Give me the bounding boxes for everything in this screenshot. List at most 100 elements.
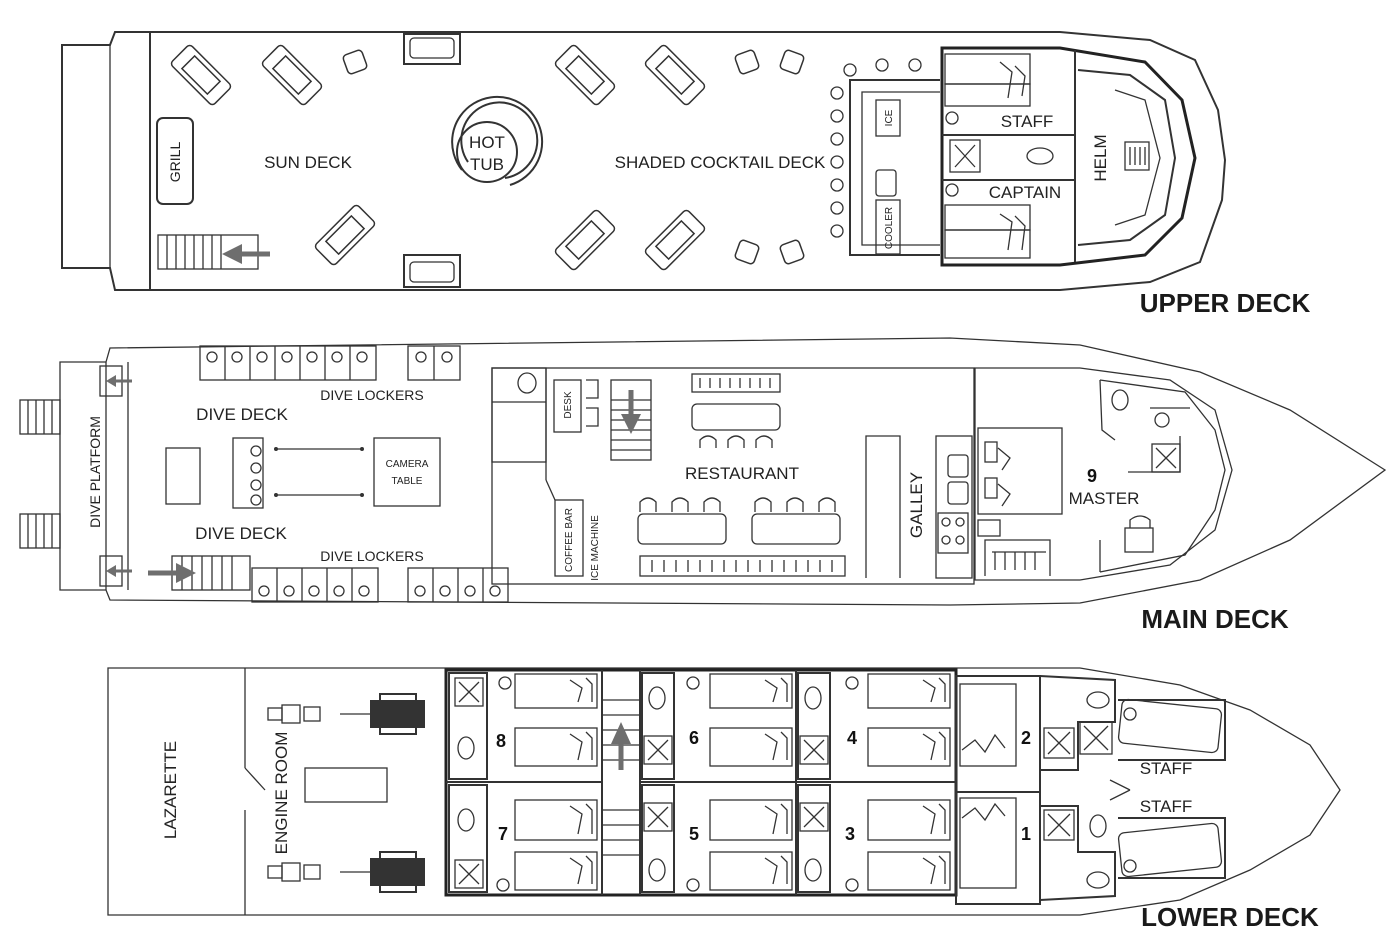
- cabin-number: 7: [498, 824, 508, 844]
- shower-icon: [1079, 721, 1113, 755]
- cabin-number: 3: [845, 824, 855, 844]
- desk: [553, 379, 582, 433]
- helm-wheel-icon: [1124, 141, 1150, 171]
- dining-table: [751, 513, 841, 545]
- chair: [779, 239, 805, 265]
- cabin-number: 5: [689, 824, 699, 844]
- captain-label: CAPTAIN: [989, 183, 1061, 202]
- bathroom: [797, 672, 831, 780]
- tank-rack: [232, 437, 264, 509]
- camera-table-label: TABLE: [392, 476, 423, 487]
- toilet-icon: [1111, 389, 1129, 411]
- coffee-bar: [554, 499, 584, 577]
- cabin-number: 4: [847, 728, 857, 748]
- toilet-icon: [1086, 871, 1110, 889]
- dive-deck-bottom-label: DIVE DECK: [195, 524, 287, 543]
- main-deck: DIVE PLATFORM: [19, 337, 1387, 634]
- dive-lockers-top-label: DIVE LOCKERS: [320, 387, 423, 403]
- sink-icon: [498, 676, 512, 690]
- toilet-icon: [1086, 691, 1110, 709]
- sun-lounger: [261, 44, 323, 106]
- cabin-9-name: MASTER: [1069, 489, 1140, 508]
- sofa: [977, 519, 1051, 576]
- toilet-icon: [1089, 814, 1107, 838]
- coffee-bar-label: COFFEE BAR: [564, 508, 575, 572]
- galley-counter: [865, 435, 901, 578]
- lower-deck-title: LOWER DECK: [1141, 902, 1319, 932]
- upper-stairs: [157, 234, 259, 270]
- cabin-1: [955, 791, 1041, 905]
- chair: [734, 239, 760, 265]
- sink-icon: [686, 676, 700, 690]
- engine-room-label: ENGINE ROOM: [272, 732, 291, 855]
- toilet-icon: [804, 686, 822, 710]
- shower-icon: [1043, 809, 1075, 841]
- toilet-icon: [648, 858, 666, 882]
- lower-stairs-arrow-icon: [611, 722, 631, 770]
- cooler-label: COOLER: [884, 207, 895, 249]
- restaurant-label: RESTAURANT: [685, 464, 799, 483]
- sink-icon: [845, 676, 859, 690]
- dive-lockers-bottom: [251, 567, 509, 603]
- toilet-icon: [517, 372, 537, 394]
- arrow-icon: [99, 365, 132, 397]
- camera-table: [373, 437, 441, 507]
- grill-label: GRILL: [167, 142, 183, 183]
- dining-table: [691, 403, 781, 431]
- upper-stairs-arrow-icon: [222, 244, 270, 264]
- engine-room-hatch: [304, 767, 388, 803]
- bench: [403, 254, 461, 288]
- bunks: [514, 673, 951, 891]
- toilet-icon: [804, 858, 822, 882]
- main-stairs-arrow-icon: [148, 563, 196, 583]
- cabin-number: 6: [689, 728, 699, 748]
- bathroom: [448, 672, 488, 780]
- bench-seat: [639, 555, 846, 577]
- chair: [342, 49, 368, 75]
- toilet-icon: [457, 736, 475, 760]
- shower-icon: [454, 859, 484, 889]
- upper-deck-hull: [61, 31, 1227, 291]
- upper-deck: GRILL: [61, 31, 1310, 318]
- bathroom: [641, 784, 675, 893]
- dive-lockers-top: [199, 345, 461, 381]
- wheelhouse: [940, 46, 1197, 267]
- shower-icon: [949, 139, 981, 173]
- dive-ladder: [19, 399, 61, 435]
- hot-tub: [451, 95, 544, 186]
- lower-stairs: [602, 699, 640, 856]
- toilet-icon: [648, 686, 666, 710]
- cabin-number: 2: [1021, 728, 1031, 748]
- sun-lounger: [644, 44, 706, 106]
- lower-deck-hull: [107, 667, 1341, 916]
- shower-icon: [643, 735, 673, 765]
- shower-icon: [454, 677, 484, 707]
- staff-label: STAFF: [1001, 112, 1054, 131]
- bunk: [944, 229, 1031, 259]
- camera-table-label: CAMERA: [386, 459, 429, 470]
- bathroom: [641, 672, 675, 780]
- chair: [734, 49, 760, 75]
- cabin-9-number: 9: [1087, 466, 1097, 486]
- helm-label: HELM: [1091, 134, 1110, 181]
- vanity: [1124, 527, 1154, 553]
- staff-top-label: STAFF: [1140, 759, 1193, 778]
- dining-table: [637, 513, 727, 545]
- staff-bottom-label: STAFF: [1140, 797, 1193, 816]
- ice-label: ICE: [884, 109, 895, 126]
- desk-label: DESK: [563, 391, 574, 419]
- main-deck-title: MAIN DECK: [1141, 604, 1289, 634]
- shower-icon: [799, 802, 829, 832]
- bathroom: [448, 784, 488, 893]
- hot-tub-label: HOT: [469, 133, 505, 152]
- shaded-cocktail-deck-label: SHADED COCKTAIL DECK: [615, 153, 826, 172]
- sun-lounger: [314, 204, 376, 266]
- dive-lockers-bottom-label: DIVE LOCKERS: [320, 548, 423, 564]
- stove-icon: [937, 512, 969, 554]
- helm-console: [1077, 69, 1177, 246]
- engine-icon: [267, 851, 425, 893]
- master-cabin: [974, 367, 1233, 581]
- dive-platform-label: DIVE PLATFORM: [87, 416, 103, 528]
- bar-stools: [830, 58, 922, 238]
